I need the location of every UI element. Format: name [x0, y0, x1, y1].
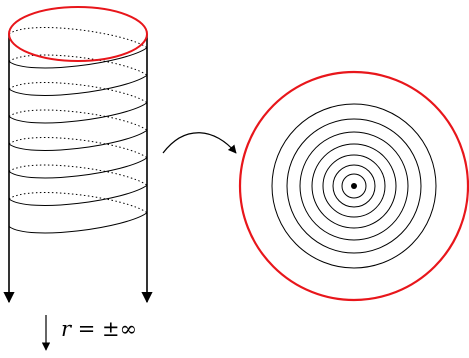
- spiral-back-segment: [8, 27, 148, 49]
- spiral-back-segment: [8, 192, 148, 214]
- spiral-back-segment: [8, 137, 148, 159]
- cylinder-spiral: [8, 27, 148, 234]
- disk-inner-circle: [311, 143, 397, 229]
- r-infinity-label: r = ±∞: [61, 317, 137, 341]
- r-value: = ±∞: [71, 317, 137, 341]
- spiral-front-segment: [8, 129, 148, 151]
- disk-inner-circle: [332, 164, 376, 208]
- disk-boundary: [238, 70, 469, 302]
- spiral-back-segment: [8, 82, 148, 104]
- disk: [238, 70, 469, 302]
- spiral-front-segment: [8, 74, 148, 96]
- cylinder-top-rim: [8, 6, 148, 62]
- disk-inner-circle: [299, 131, 409, 241]
- r-variable: r: [61, 317, 73, 341]
- spiral-front-segment: [8, 184, 148, 206]
- disk-inner-circle: [341, 173, 367, 199]
- disk-inner-circle: [322, 154, 386, 218]
- spiral-front-segment: [8, 102, 148, 124]
- disk-inner-circle: [271, 103, 437, 269]
- spiral-front-segment: [8, 157, 148, 179]
- spiral-front-segment: [8, 212, 148, 234]
- spiral-back-segment: [8, 54, 148, 76]
- spiral-front-segment: [8, 47, 148, 69]
- spiral-back-segment: [8, 109, 148, 131]
- disk-center-dot: [351, 183, 357, 189]
- map-arrow: [162, 132, 237, 154]
- spiral-back-segment: [8, 164, 148, 186]
- disk-inner-circle: [286, 118, 422, 254]
